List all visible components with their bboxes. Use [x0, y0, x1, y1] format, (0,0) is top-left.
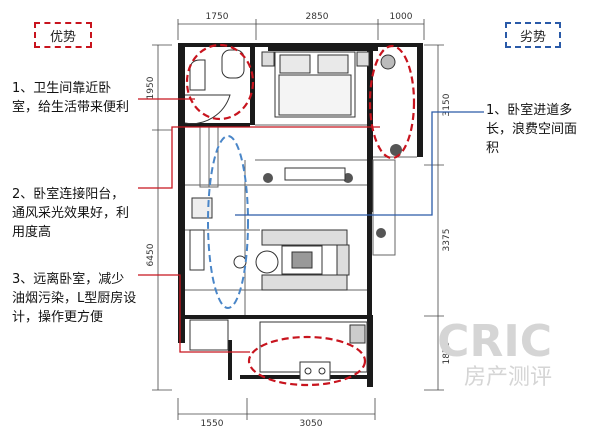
- bathroom-highlight: [185, 43, 255, 121]
- living-room-furniture: [189, 167, 350, 291]
- advantage-note-2: 2、卧室连接阳台，通风采光效果好，利用度高: [12, 187, 130, 240]
- watermark-sub: 房产测评: [464, 365, 552, 390]
- corridor-highlight: [207, 135, 249, 309]
- balcony-highlight: [368, 44, 416, 160]
- kitchen-fixtures: [189, 319, 368, 381]
- dimension-lines-left: [152, 44, 172, 391]
- dim-bottom-1: 1550: [201, 419, 224, 429]
- dim-left-2: 6450: [146, 243, 156, 266]
- advantage-leaders: [138, 98, 380, 353]
- bed: [261, 51, 370, 118]
- dim-right-3: 1875: [442, 342, 452, 365]
- dim-left-1: 1950: [146, 76, 156, 99]
- advantage-note-1: 1、卫生间靠近卧室，给生活带来便利: [12, 81, 130, 115]
- disadvantage-tag: 劣势: [505, 22, 561, 48]
- dimension-lines-right: [424, 44, 444, 391]
- advantage-note-3: 3、远离卧室，减少油烟污染，L型厨房设计，操作更方便: [12, 272, 137, 325]
- advantage-highlights: [185, 43, 416, 387]
- kitchen-highlight: [247, 335, 367, 387]
- advantage-tag: 优势: [34, 22, 92, 48]
- dim-right-1: 3150: [442, 93, 452, 116]
- dim-bottom-2: 3050: [300, 419, 323, 429]
- watermark-brand: CRIC: [437, 316, 552, 367]
- dimension-lines-bottom: [177, 398, 376, 420]
- disadvantage-note-1: 1、卧室进道多长，浪费空间面积: [486, 103, 578, 156]
- balcony-plants: [263, 54, 402, 238]
- dimension-lines-top: [177, 19, 425, 40]
- dim-top-1: 1750: [206, 12, 229, 22]
- dim-top-2: 2850: [306, 12, 329, 22]
- dim-right-2: 3375: [442, 229, 452, 252]
- dim-top-3: 1000: [390, 12, 413, 22]
- disadvantage-leader: [235, 111, 484, 216]
